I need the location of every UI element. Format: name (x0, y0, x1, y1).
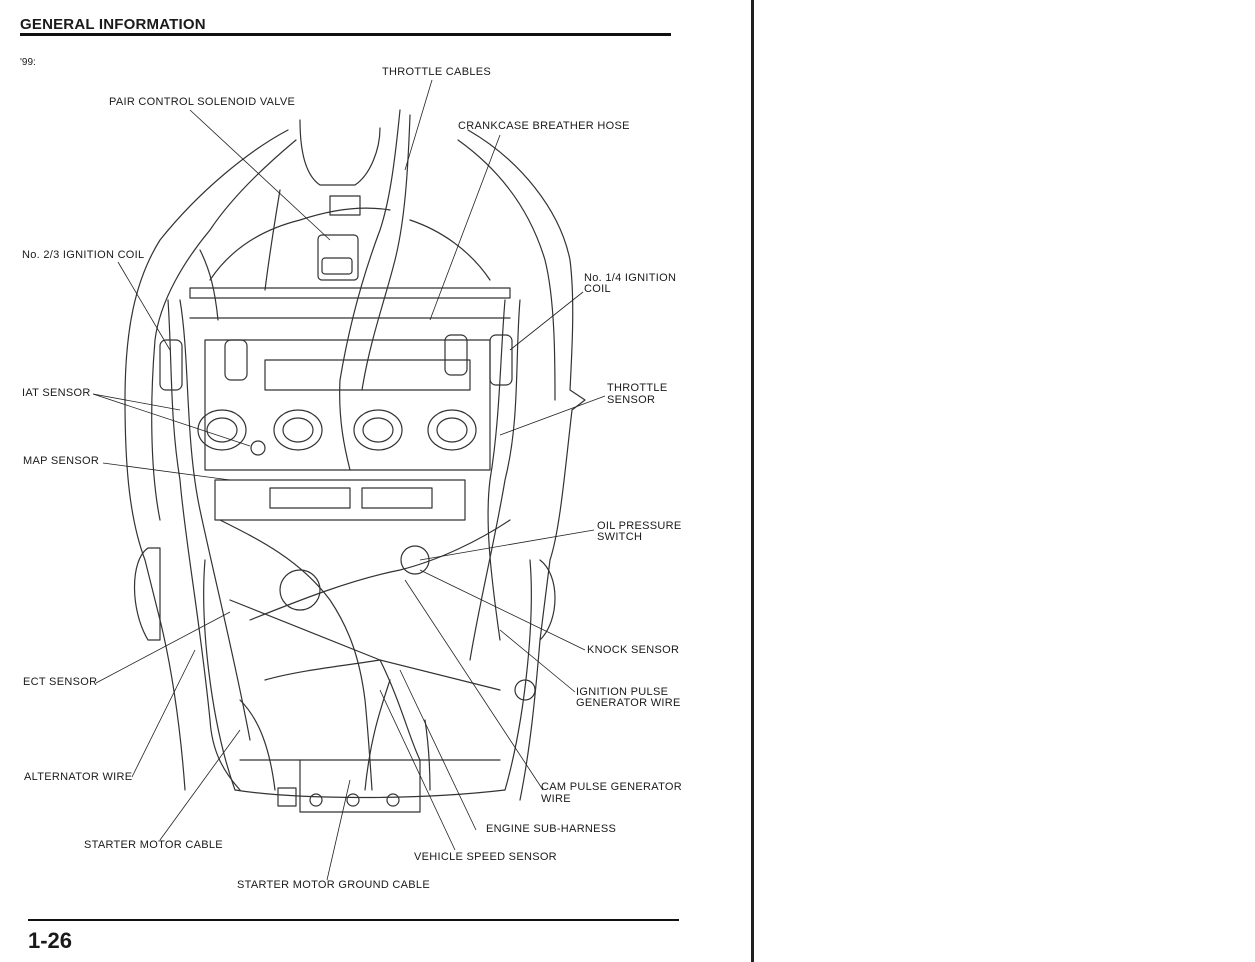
header-rule (20, 33, 671, 36)
label-ignition-coil-1-4-line2: COIL (584, 283, 611, 295)
label-starter-motor-cable: STARTER MOTOR CABLE (84, 839, 223, 851)
label-ignition-pulse-generator-line2: GENERATOR WIRE (576, 697, 681, 709)
label-ect-sensor: ECT SENSOR (23, 676, 98, 688)
engine-wiring-illustration (92, 79, 606, 881)
label-throttle-sensor-line1: THROTTLE (607, 382, 668, 394)
page-number: 1-26 (28, 928, 73, 953)
label-knock-sensor: KNOCK SENSOR (587, 644, 680, 656)
footer-rule (28, 919, 679, 921)
label-cam-pulse-generator-line2: WIRE (541, 793, 571, 805)
label-ignition-pulse-generator-line1: IGNITION PULSE (576, 686, 669, 698)
label-vehicle-speed-sensor: VEHICLE SPEED SENSOR (414, 851, 557, 863)
label-cam-pulse-generator-line1: CAM PULSE GENERATOR (541, 781, 682, 793)
label-ignition-coil-2-3: No. 2/3 IGNITION COIL (22, 249, 145, 261)
label-throttle-cables: THROTTLE CABLES (382, 66, 492, 78)
label-oil-pressure-switch-line1: OIL PRESSURE (597, 520, 682, 532)
label-throttle-sensor-line2: SENSOR (607, 394, 656, 406)
label-oil-pressure-switch-line2: SWITCH (597, 531, 643, 543)
label-starter-motor-ground-cable: STARTER MOTOR GROUND CABLE (237, 879, 430, 891)
page-title: GENERAL INFORMATION (20, 16, 206, 33)
label-map-sensor: MAP SENSOR (23, 455, 100, 467)
label-alternator-wire: ALTERNATOR WIRE (24, 771, 133, 783)
page-edge (751, 0, 754, 962)
label-engine-sub-harness: ENGINE SUB-HARNESS (486, 823, 617, 835)
label-ignition-coil-1-4-line1: No. 1/4 IGNITION (584, 272, 677, 284)
label-pair-control-solenoid-valve: PAIR CONTROL SOLENOID VALVE (109, 96, 296, 108)
model-year-label: '99: (20, 57, 36, 68)
label-iat-sensor: IAT SENSOR (22, 387, 91, 399)
label-crankcase-breather-hose: CRANKCASE BREATHER HOSE (458, 120, 630, 132)
manual-page: GENERAL INFORMATION '99: (20, 16, 682, 953)
